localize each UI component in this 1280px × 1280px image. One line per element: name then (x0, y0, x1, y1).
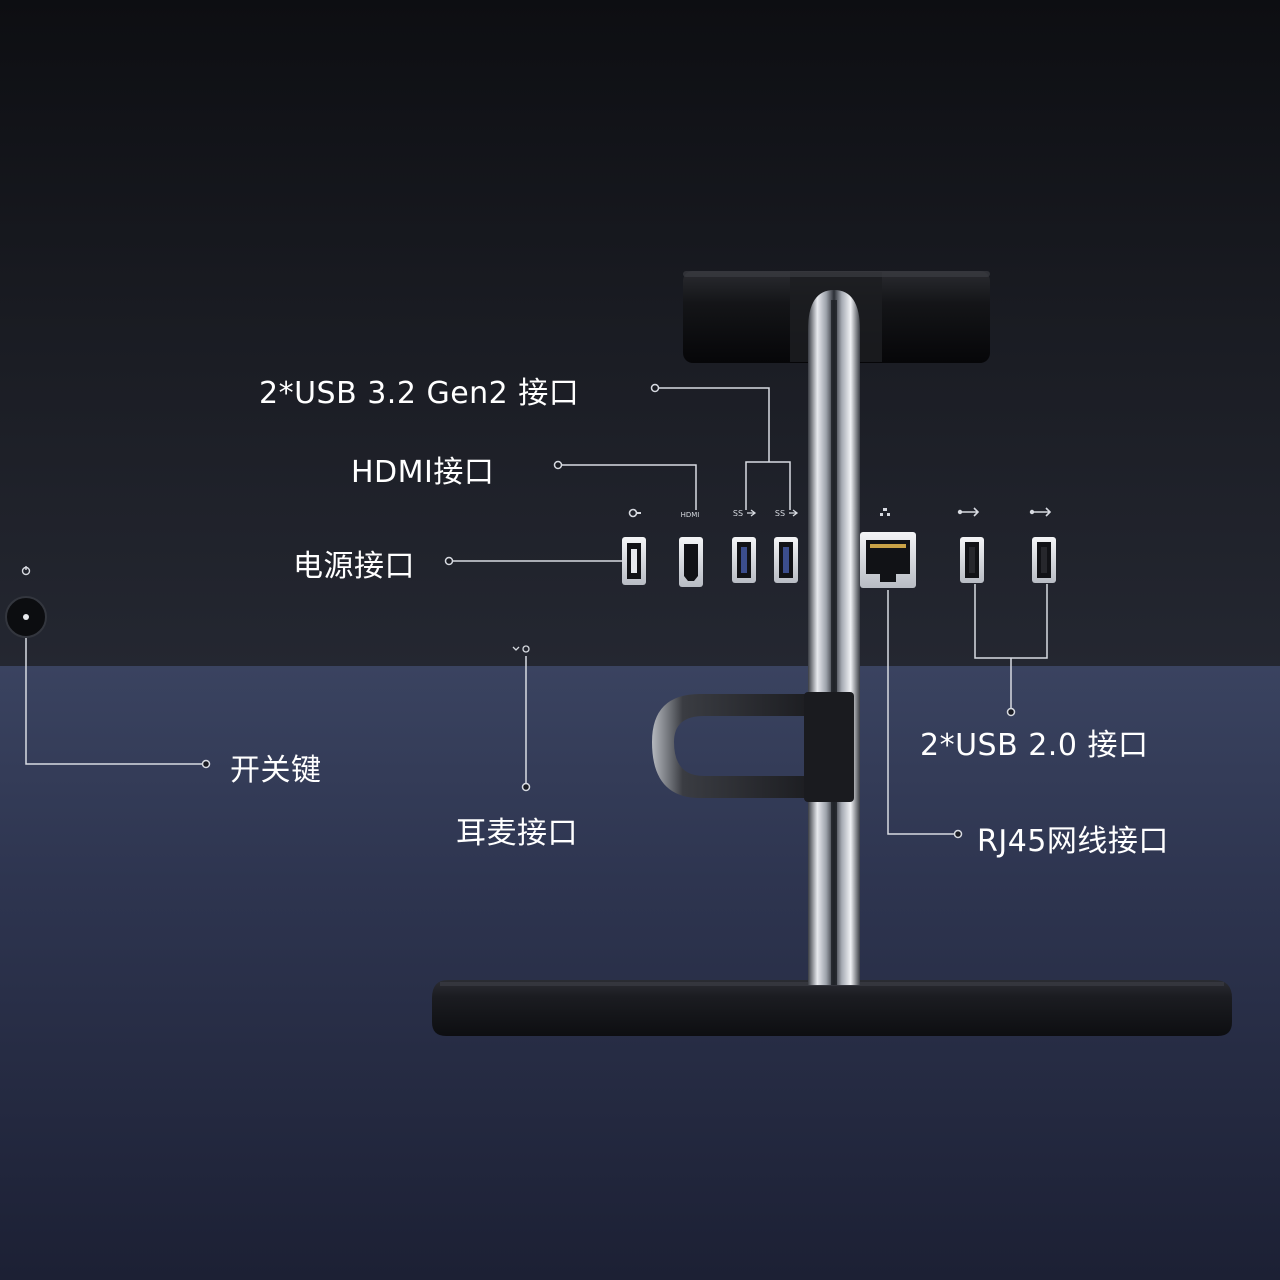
power-button (5, 566, 47, 638)
headset-icon (512, 645, 530, 653)
leader-lines (25, 387, 1048, 835)
usb32-bracket (745, 461, 791, 510)
usb32-dot (650, 383, 660, 393)
usb32-icon-text-2: SS (775, 509, 785, 518)
usb32-leader (655, 387, 770, 462)
power-key-dot (201, 759, 211, 769)
rear-panel-lower (0, 666, 1280, 1280)
usb-trident-icon (747, 509, 799, 517)
power-port (622, 537, 646, 585)
power-key-callout-label: 开关键 (230, 753, 322, 788)
power-port-dot (444, 556, 454, 566)
rj45-leader (887, 590, 956, 835)
cable-clip (652, 692, 854, 802)
usb32-callout-label: 2*USB 3.2 Gen2 接口 (259, 376, 580, 411)
leader-dots (201, 383, 1016, 839)
usb20-callout-label: 2*USB 2.0 接口 (920, 728, 1149, 763)
usb2-icon-1 (957, 507, 980, 517)
rj45-dot (953, 829, 963, 839)
headset-jack (512, 645, 530, 653)
stand-base (432, 980, 1232, 1036)
stand-arm (808, 290, 860, 985)
hdmi-icon-text: HDMI (681, 511, 700, 519)
port-icons: HDMI SS SS (628, 507, 1052, 519)
usb32-icon-text-1: SS (733, 509, 743, 518)
power-key-leader (25, 638, 206, 765)
power-icon (21, 566, 31, 576)
usb20-port-2 (1032, 537, 1056, 583)
power-port-icon (628, 508, 641, 518)
rj45-callout-label: RJ45网线接口 (977, 824, 1169, 859)
headset-callout-label: 耳麦接口 (456, 816, 578, 851)
ports (622, 532, 1056, 588)
ethernet-icon (880, 508, 890, 516)
power-port-callout-label: 电源接口 (293, 549, 415, 584)
hdmi-dot (553, 460, 563, 470)
usb32-port-2 (774, 537, 798, 583)
headset-dot (521, 782, 531, 792)
rj45-port (860, 532, 916, 588)
hdmi-callout-label: HDMI接口 (351, 455, 495, 490)
usb20-port-1 (960, 537, 984, 583)
hdmi-port (679, 537, 703, 587)
usb2-icon-2 (1029, 507, 1052, 517)
hdmi-leader (558, 464, 697, 510)
usb20-dot (1006, 707, 1016, 717)
usb32-port-1 (732, 537, 756, 583)
